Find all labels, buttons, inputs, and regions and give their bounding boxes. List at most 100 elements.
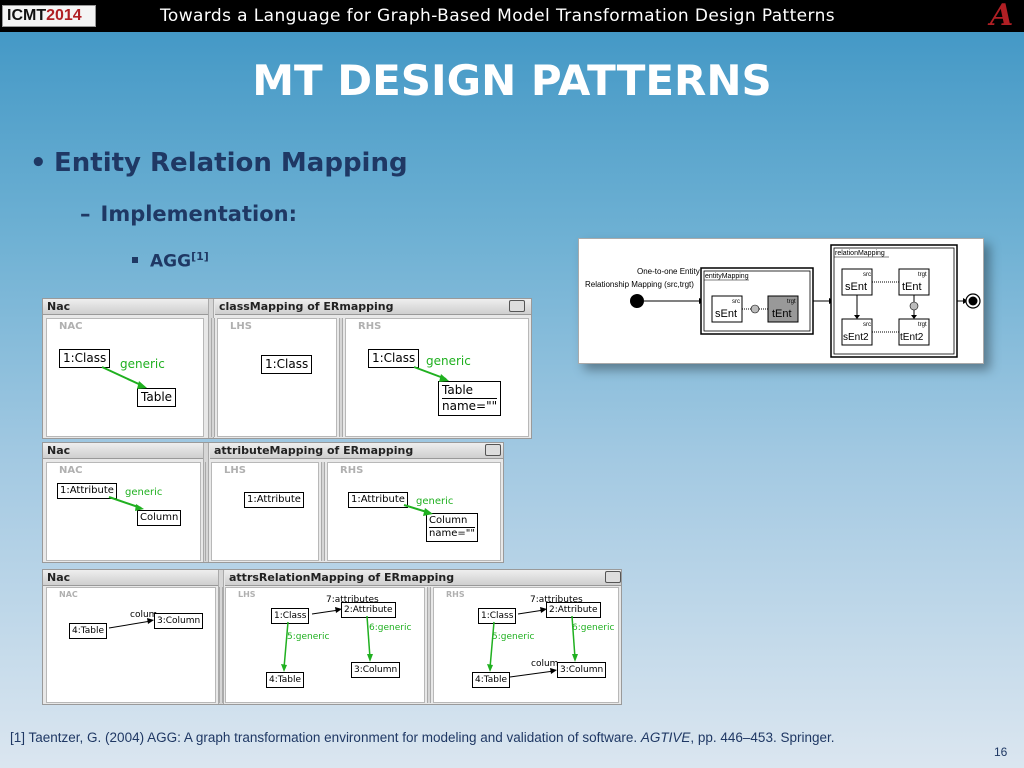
activity-diagram-svg: One-to-one Entity Relationship Mapping (… [585, 244, 981, 358]
sent-node [711, 295, 743, 323]
graph-node[interactable]: 2:Attribute [546, 602, 601, 618]
lhs-pane: LHS 1:Attribute [211, 462, 319, 561]
edge-arrow [101, 366, 147, 389]
rhs-label: RHS [358, 321, 382, 332]
rhs-label: RHS [446, 590, 465, 599]
bullet-level-2: –Implementation: [80, 202, 297, 226]
slide-title: MT DESIGN PATTERNS [252, 56, 772, 105]
footnote: [1] Taentzer, G. (2004) AGG: A graph tra… [10, 730, 835, 745]
graph-node[interactable]: 4:Table [472, 672, 511, 688]
svg-text:tEnt: tEnt [902, 281, 922, 293]
print-icon[interactable] [605, 571, 621, 583]
graph-node[interactable]: Column [137, 510, 182, 526]
tent-node [767, 295, 799, 323]
nac-pane: NAC 1:Attribute generic Column [46, 462, 201, 561]
nac-label: NAC [59, 465, 83, 476]
university-logo-icon: A [990, 0, 1014, 33]
edge-label: generic [416, 496, 454, 507]
graph-node[interactable]: Table [137, 388, 177, 407]
entity-mapping-title: entityMapping [705, 273, 749, 280]
edge-label: generic [120, 357, 165, 371]
edge-label: 7:attributes [326, 595, 379, 605]
graph-node[interactable]: 3:Column [154, 613, 204, 629]
activity-diagram: One-to-one Entity Relationship Mapping (… [578, 238, 984, 364]
lhs-pane: LHS 7:attributes 1:Class 2:Attribute 5:g… [225, 587, 425, 703]
print-icon[interactable] [509, 300, 525, 312]
splitter[interactable] [211, 318, 215, 437]
svg-text:sEnt: sEnt [845, 281, 867, 293]
presentation-title: Towards a Language for Graph-Based Model… [160, 6, 836, 26]
edge-arrow [281, 607, 373, 672]
graph-node[interactable]: 1:Class [478, 608, 517, 624]
lhs-pane: LHS 1:Class [217, 318, 337, 437]
graph-node[interactable]: 1:Class [368, 349, 420, 368]
rule-window-title: attributeMapping of ERmapping [210, 443, 503, 459]
agg-class-mapping-panel: Nac classMapping of ERmapping NAC 1:Clas… [42, 298, 532, 439]
graph-node[interactable]: 4:Table [266, 672, 305, 688]
graph-node[interactable]: 1:Class [261, 355, 313, 374]
bullet-level-1: •Entity Relation Mapping [30, 148, 408, 178]
splitter[interactable] [205, 462, 209, 561]
edge-label: 7:attributes [530, 595, 583, 605]
edge-label: 5:generic [492, 632, 535, 642]
svg-text:src: src [863, 272, 871, 278]
header-bar: ICMT2014 Towards a Language for Graph-Ba… [0, 0, 1024, 32]
graph-node[interactable]: 1:Class [59, 349, 111, 368]
agg-attrs-relation-mapping-panel: Nac attrsRelationMapping of ERmapping NA… [42, 569, 622, 705]
edge-label: 6:generic [572, 623, 615, 633]
edge-label: colum [531, 659, 559, 669]
nac-pane: NAC 4:Table colum 3:Column [46, 587, 216, 703]
print-icon[interactable] [485, 444, 501, 456]
edge-arrow [108, 618, 154, 629]
splitter[interactable] [427, 587, 431, 703]
splitter[interactable] [219, 587, 223, 703]
edge-label: generic [426, 354, 471, 368]
edge-arrow [413, 366, 449, 382]
edge-label: colum [130, 610, 158, 620]
graph-node[interactable]: 1:Class [271, 608, 310, 624]
graph-node[interactable]: 3:Column [351, 662, 401, 678]
rule-window-title: attrsRelationMapping of ERmapping [225, 570, 621, 586]
graph-node[interactable]: 1:Attribute [348, 492, 408, 508]
icmt-logo: ICMT2014 [2, 5, 96, 27]
graph-node[interactable]: 1:Attribute [57, 483, 117, 499]
activity-label-line2: Relationship Mapping (src,trgt) [585, 280, 694, 289]
nac-window-title: Nac [43, 570, 218, 586]
nac-label: NAC [59, 321, 83, 332]
activity-label-line1: One-to-one Entity [637, 267, 700, 276]
bullet-level-3: AGG[1] [132, 250, 209, 272]
svg-text:sEnt: sEnt [715, 308, 737, 320]
svg-text:trgt: trgt [918, 272, 927, 278]
svg-text:src: src [732, 299, 740, 305]
rhs-pane: RHS 7:attributes 1:Class 2:Attribute 5:g… [433, 587, 619, 703]
lhs-label: LHS [230, 321, 252, 332]
splitter[interactable] [321, 462, 325, 561]
nac-window-title: Nac [43, 443, 203, 459]
edge-arrow [108, 496, 144, 511]
nac-window-title: Nac [43, 299, 208, 315]
splitter[interactable] [339, 318, 343, 437]
nac-pane: NAC 1:Class generic Table [46, 318, 204, 437]
svg-text:src: src [863, 322, 871, 328]
start-node [630, 294, 644, 308]
svg-text:trgt: trgt [918, 322, 927, 328]
graph-node[interactable]: 4:Table [69, 623, 108, 639]
relation-mapping-title: relationMapping [835, 250, 885, 257]
nac-label: NAC [59, 590, 78, 599]
rule-window-title: classMapping of ERmapping [215, 299, 531, 315]
edge-arrow [487, 607, 578, 678]
edge-label: 6:generic [369, 623, 412, 633]
graph-node[interactable]: 1:Attribute [244, 492, 304, 508]
lhs-label: LHS [238, 590, 256, 599]
edge-arrow [403, 504, 433, 516]
edge-label: 5:generic [287, 632, 330, 642]
edge-label: generic [125, 487, 163, 498]
page-number: 16 [994, 745, 1008, 759]
agg-attribute-mapping-panel: Nac attributeMapping of ERmapping NAC 1:… [42, 442, 504, 563]
graph-node[interactable]: 3:Column [557, 662, 607, 678]
graph-node[interactable]: 2:Attribute [341, 602, 396, 618]
svg-text:tEnt2: tEnt2 [900, 332, 924, 343]
